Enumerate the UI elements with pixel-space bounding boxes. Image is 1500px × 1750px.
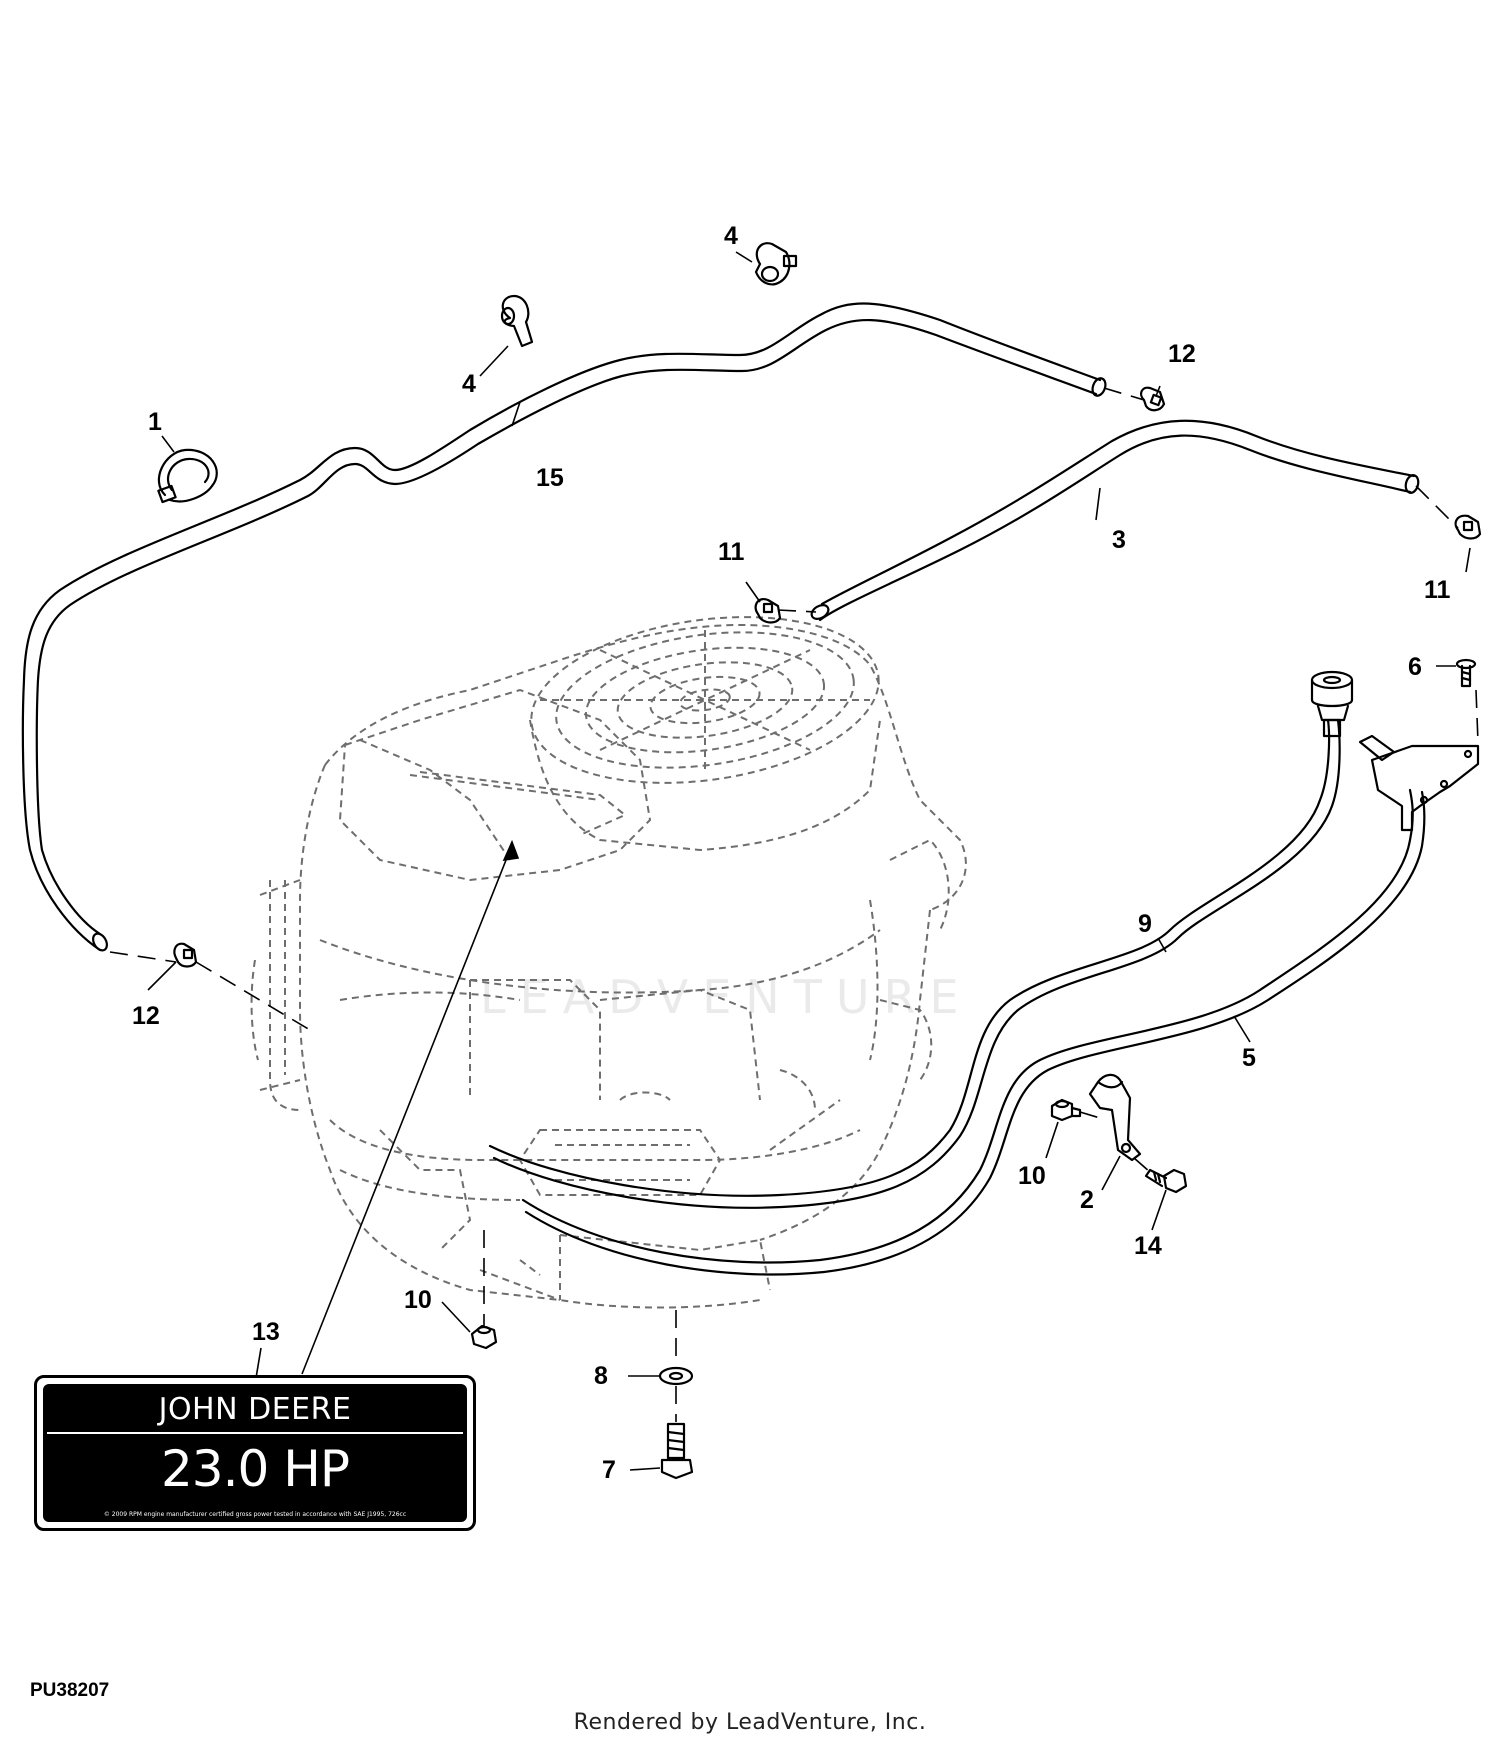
- bracket-assembly: [1358, 734, 1480, 832]
- callout-15: 15: [536, 464, 564, 492]
- clamp-11-left: [754, 598, 782, 624]
- p-clamp-2: [1088, 1073, 1142, 1162]
- decal-horsepower: 23.0 HP: [161, 1440, 350, 1498]
- figure-id: PU38207: [30, 1680, 110, 1701]
- callout-14: 14: [1134, 1232, 1162, 1260]
- nut-10-right: [1050, 1098, 1082, 1122]
- callout-1: 1: [148, 408, 162, 436]
- decal-fine-print: © 2009 RPM engine manufacturer certified…: [103, 1511, 407, 1518]
- nut-10-bottom: [470, 1324, 498, 1350]
- alignment-guides: [109, 387, 1479, 1422]
- clip-4-top: [754, 242, 798, 286]
- callout-11-right: 11: [1424, 576, 1451, 604]
- hose-3: [810, 419, 1420, 622]
- callout-4-left: 4: [462, 370, 476, 398]
- clamp-12-right: [1140, 386, 1166, 412]
- callout-2: 2: [1080, 1186, 1094, 1214]
- callout-10-bottom: 10: [404, 1286, 432, 1314]
- hose-15: [21, 302, 1107, 952]
- cable-5: [521, 788, 1426, 1276]
- cable-9: [488, 718, 1341, 1209]
- callout-11-left: 11: [718, 538, 745, 566]
- callout-4-top: 4: [724, 222, 738, 250]
- bolt-14: [1144, 1168, 1188, 1194]
- bolt-7: [660, 1422, 694, 1480]
- clamp-11-right: [1454, 514, 1482, 540]
- decal-divider: [47, 1432, 463, 1434]
- callout-6: 6: [1408, 653, 1422, 681]
- callout-3: 3: [1112, 526, 1126, 554]
- callout-10-right: 10: [1018, 1162, 1046, 1190]
- callout-12-left: 12: [132, 1002, 160, 1030]
- washer-8: [658, 1366, 694, 1386]
- callout-5: 5: [1242, 1044, 1256, 1072]
- callout-13: 13: [252, 1318, 280, 1346]
- render-credit: Rendered by LeadVenture, Inc.: [573, 1710, 927, 1735]
- callout-7: 7: [602, 1456, 616, 1484]
- decal-panel: JOHN DEERE 23.0 HP © 2009 RPM engine man…: [43, 1384, 467, 1522]
- parts-layer: [21, 242, 1482, 1480]
- hp-decal: JOHN DEERE 23.0 HP © 2009 RPM engine man…: [34, 1375, 476, 1531]
- callout-9: 9: [1138, 910, 1152, 938]
- choke-knob: [1310, 670, 1354, 738]
- callout-12-right: 12: [1168, 340, 1196, 368]
- screw-6: [1455, 658, 1477, 688]
- leader-lines: [147, 251, 1471, 1471]
- callout-8: 8: [594, 1362, 608, 1390]
- engine-outline: [250, 616, 967, 1309]
- clip-4-left: [500, 294, 534, 348]
- decal-brand: JOHN DEERE: [158, 1392, 352, 1427]
- clamp-1: [157, 448, 218, 504]
- clamp-12-left: [173, 942, 198, 968]
- callout-labels: 1 2 3 4 4 5 6 7 8 9 10 10 11 11 12 12 13…: [132, 222, 1451, 1484]
